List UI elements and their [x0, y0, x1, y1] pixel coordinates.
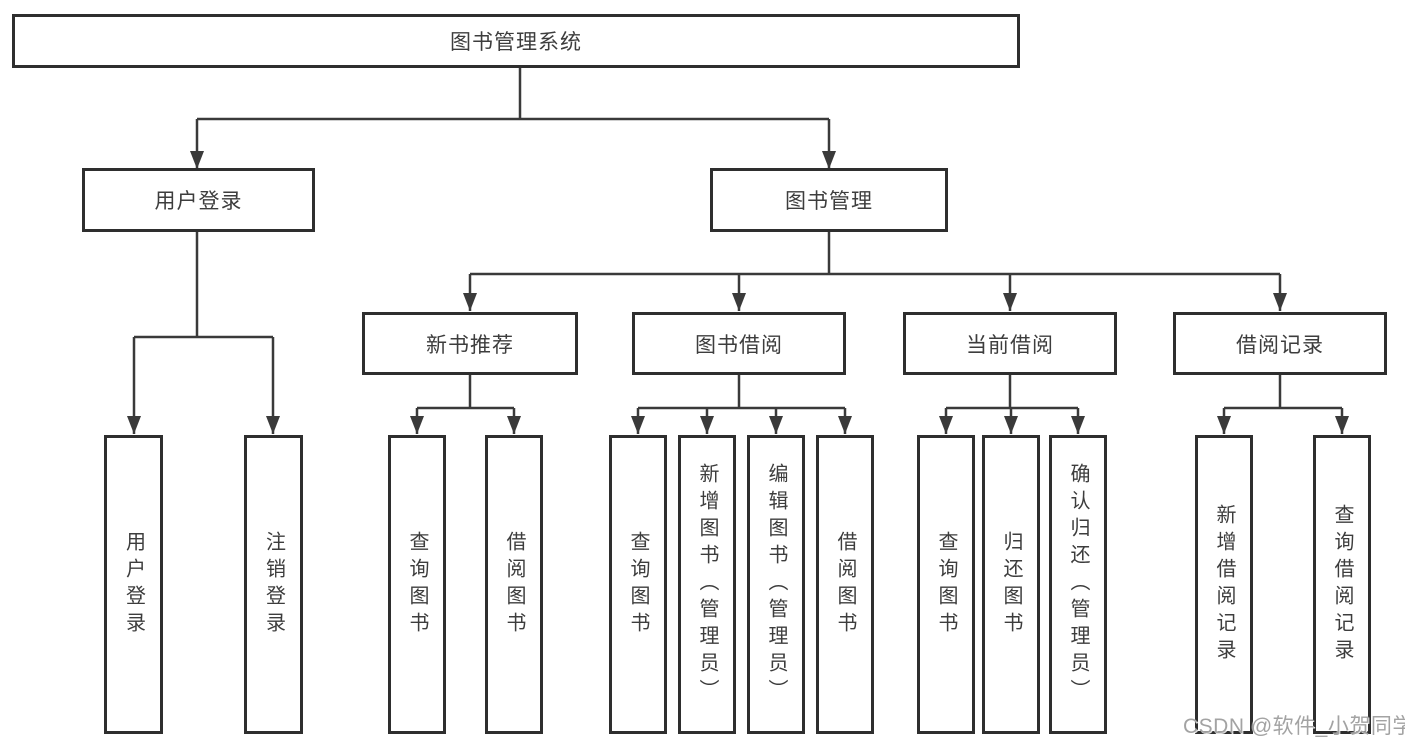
- leaf-label: 借阅图书: [503, 530, 525, 639]
- node-label: 图书借阅: [695, 333, 783, 357]
- leaf-label: 借阅图书: [834, 530, 856, 639]
- node-label: 借阅记录: [1236, 333, 1324, 357]
- node-user-login: 用户登录: [82, 168, 315, 232]
- leaf-user-login: 用户登录: [104, 435, 163, 734]
- leaf-borrow-books-recommend: 借阅图书: [485, 435, 543, 734]
- leaf-label: 归还图书: [1000, 530, 1022, 639]
- node-book-management: 图书管理: [710, 168, 948, 232]
- node-label: 图书管理系统: [450, 31, 582, 54]
- leaf-search-borrow-record: 查询借阅记录: [1313, 435, 1371, 734]
- leaf-label: 注销登录: [262, 530, 285, 639]
- node-label: 当前借阅: [966, 333, 1054, 357]
- leaf-label: 查询借阅记录: [1331, 503, 1353, 666]
- node-borrow-records: 借阅记录: [1173, 312, 1387, 375]
- leaf-label: 新增图书（管理员）: [696, 463, 718, 706]
- leaf-confirm-return-admin: 确认归还（管理员）: [1049, 435, 1107, 734]
- node-label: 新书推荐: [426, 333, 514, 357]
- leaf-add-borrow-record: 新增借阅记录: [1195, 435, 1253, 734]
- node-label: 用户登录: [154, 190, 243, 213]
- leaf-borrow-books-borrowing: 借阅图书: [816, 435, 874, 734]
- leaf-add-book-admin: 新增图书（管理员）: [678, 435, 736, 734]
- watermark: CSDN @软件_小贺同学: [1183, 715, 1405, 738]
- leaf-label: 编辑图书（管理员）: [765, 463, 787, 706]
- leaf-logout: 注销登录: [244, 435, 303, 734]
- node-current-borrowing: 当前借阅: [903, 312, 1117, 375]
- leaf-label: 新增借阅记录: [1213, 503, 1235, 666]
- leaf-label: 查询图书: [406, 530, 428, 639]
- leaf-return-books: 归还图书: [982, 435, 1040, 734]
- leaf-label: 查询图书: [627, 530, 649, 639]
- leaf-edit-book-admin: 编辑图书（管理员）: [747, 435, 805, 734]
- node-library-management-system: 图书管理系统: [12, 14, 1020, 68]
- leaf-search-books-recommend: 查询图书: [388, 435, 446, 734]
- node-label: 图书管理: [785, 190, 873, 213]
- node-new-book-recommend: 新书推荐: [362, 312, 578, 375]
- node-book-borrowing: 图书借阅: [632, 312, 846, 375]
- leaf-search-books-current: 查询图书: [917, 435, 975, 734]
- leaf-label: 确认归还（管理员）: [1067, 463, 1089, 706]
- leaf-search-books-borrowing: 查询图书: [609, 435, 667, 734]
- leaf-label: 查询图书: [935, 530, 957, 639]
- leaf-label: 用户登录: [122, 530, 145, 639]
